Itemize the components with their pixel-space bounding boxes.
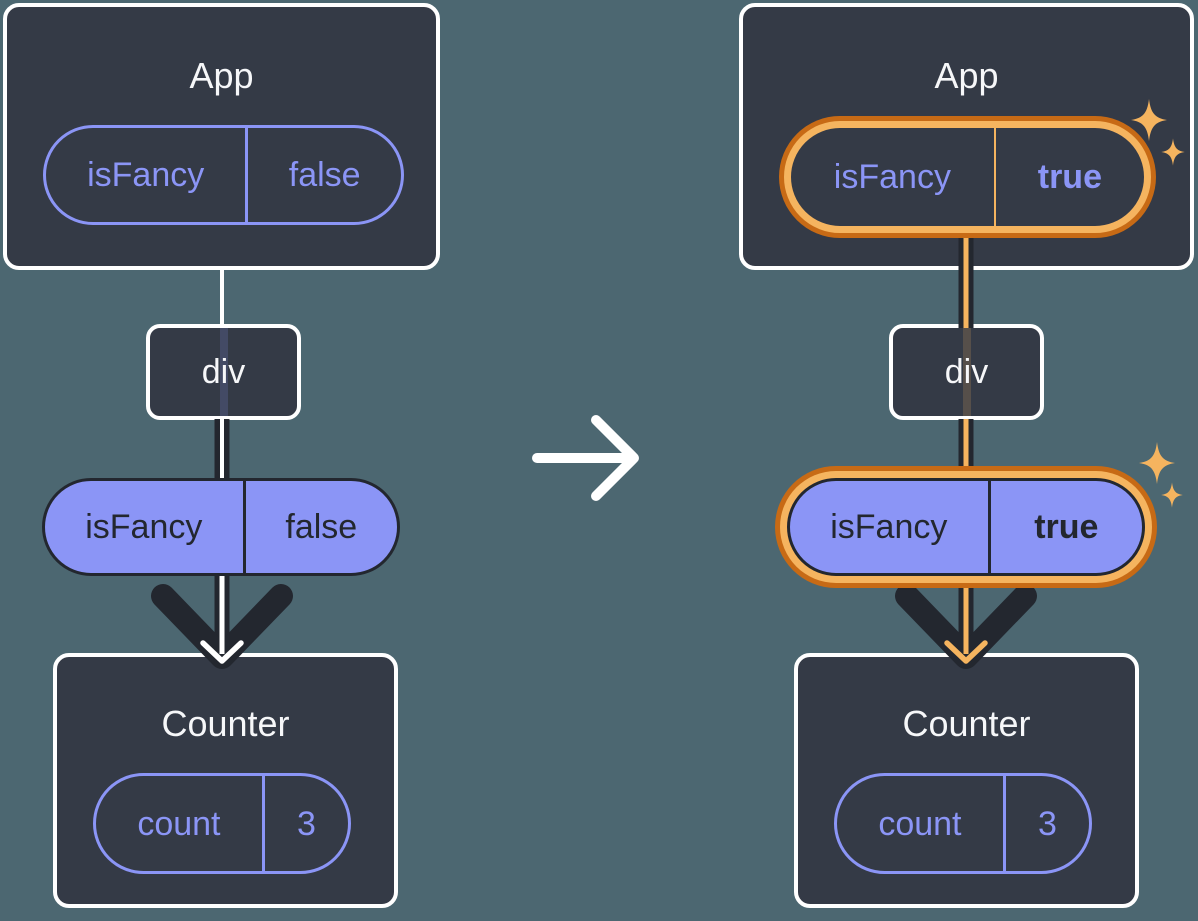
state-value: true — [1037, 158, 1102, 196]
arrowhead-dark-chevron — [895, 584, 1037, 669]
div-element-box: div — [889, 324, 1044, 420]
component-title: App — [189, 55, 254, 96]
state-value: false — [288, 156, 361, 194]
prop-pass-through-line — [962, 328, 971, 416]
prop-pill-highlighted: isFancy true — [787, 478, 1145, 576]
state-name: count — [837, 776, 1006, 871]
prop-value: true — [1034, 508, 1099, 546]
arrowhead-dark-chevron — [151, 584, 293, 669]
app-component-box: App isFancy true — [739, 3, 1194, 270]
component-title: App — [934, 55, 999, 96]
app-component-box: App isFancy false — [3, 3, 440, 270]
component-title: Counter — [902, 703, 1031, 744]
element-label: div — [201, 352, 246, 391]
state-pill: isFancy false — [43, 125, 404, 225]
prop-name: isFancy — [790, 481, 991, 573]
state-name: isFancy — [46, 128, 249, 222]
sparkle-icon — [1139, 442, 1175, 484]
state-pill-count: count 3 — [834, 773, 1092, 874]
prop-pass-through-line — [219, 328, 228, 416]
element-label: div — [944, 352, 989, 391]
state-pill-highlighted: isFancy true — [784, 121, 1151, 233]
component-title: Counter — [161, 703, 290, 744]
state-name: isFancy — [791, 128, 996, 226]
counter-component-box: Counter count 3 — [794, 653, 1139, 908]
prop-name: isFancy — [45, 481, 246, 573]
div-element-box: div — [146, 324, 301, 420]
state-pill-count: count 3 — [93, 773, 351, 874]
state-name: count — [96, 776, 265, 871]
state-value: 3 — [1037, 804, 1057, 843]
prop-pill: isFancy false — [42, 478, 400, 576]
transition-arrow-icon — [532, 415, 639, 501]
prop-value: false — [285, 508, 358, 546]
counter-component-box: Counter count 3 — [53, 653, 398, 908]
flow-after — [895, 238, 1037, 669]
sparkle-icon — [1161, 482, 1183, 508]
state-value: 3 — [296, 804, 316, 843]
